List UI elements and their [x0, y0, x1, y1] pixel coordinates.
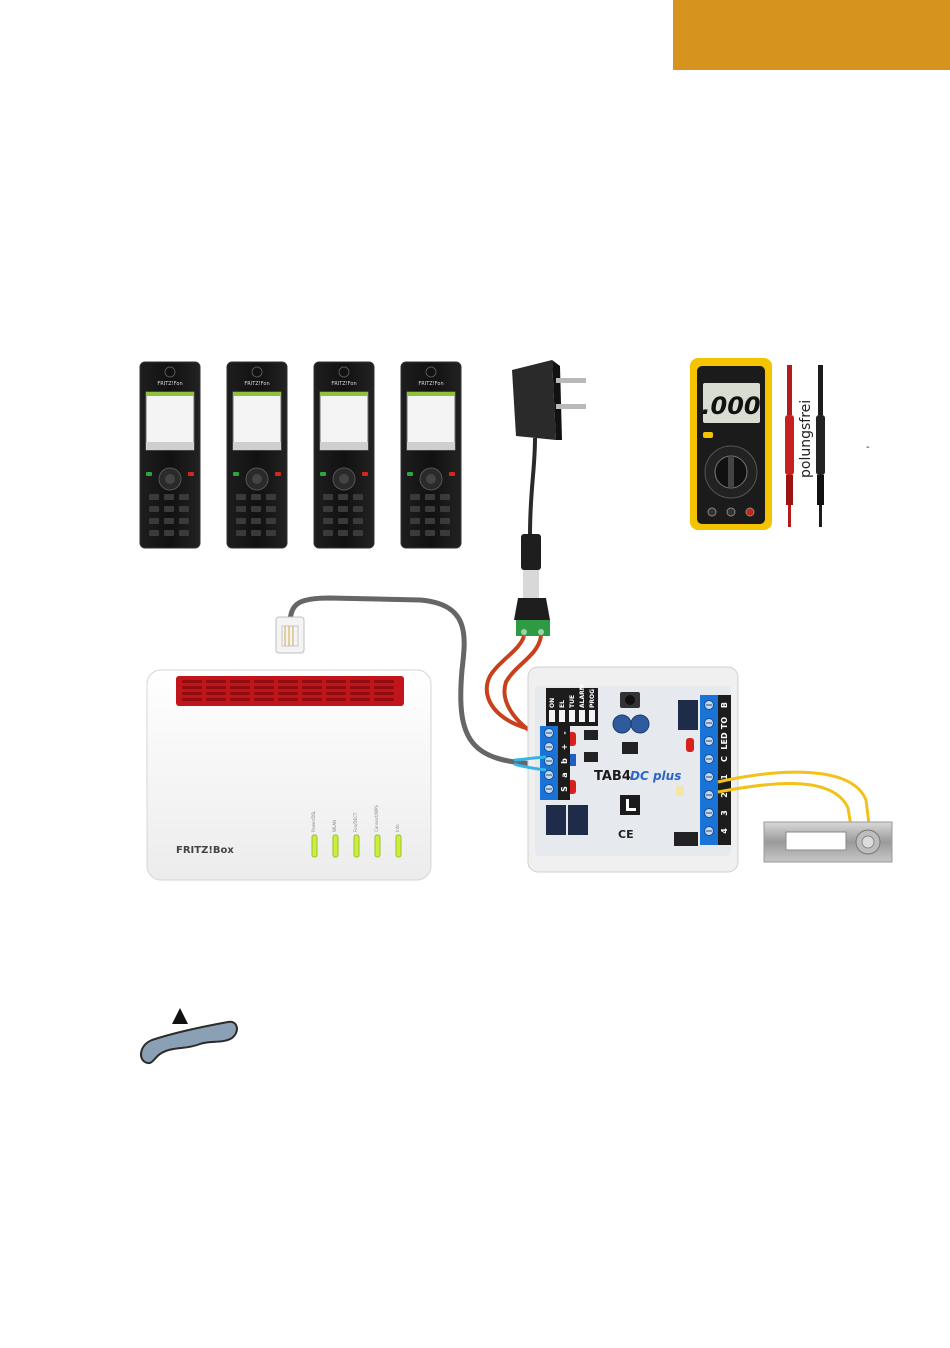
dip-switch-label: PROG [589, 689, 596, 708]
terminal-label-left: + [560, 744, 569, 751]
terminal-label-right: 2 [720, 792, 729, 798]
dip-switch-label: ALARM [579, 684, 586, 708]
terminal-label-right: 3 [720, 810, 729, 816]
dip-switch-label: EL [559, 700, 566, 708]
terminal-label-left: b [560, 758, 569, 764]
ce-mark: CE [618, 828, 634, 841]
handset: FRITZ!Fon [140, 362, 200, 548]
router-led-label: Info [395, 824, 400, 832]
module-logo-icon [620, 795, 640, 815]
router-led-label: Connect/WPS [374, 805, 379, 832]
router-led-label: Power/DSL [311, 810, 316, 832]
handset-group: FRITZ!Fon FRITZ!Fon FRITZ!Fon FRITZ!Fon [140, 362, 461, 548]
router: FRITZ!Box Power/DSL WLAN Fon/DECT Connect/W… [147, 670, 431, 880]
terminal-label-left: - [560, 731, 569, 734]
probe-mark: - [866, 442, 870, 453]
multimeter-display: .000 [701, 392, 760, 420]
router-brand: FRITZ!Box [176, 845, 234, 856]
module-model: DC plus [630, 769, 681, 783]
terminal-label-right: 4 [720, 828, 729, 834]
terminal-label-right: LED [720, 732, 729, 750]
dip-switch-label: TUE [569, 695, 576, 708]
multimeter: .000 polungsfrei - [690, 358, 870, 530]
polarity-free-note: polungsfrei [798, 400, 814, 478]
handset: FRITZ!Fon [314, 362, 374, 548]
doorbell-plate [764, 822, 892, 862]
router-led-label: Fon/DECT [353, 812, 358, 832]
terminal-label-right: TO [720, 717, 729, 729]
module-name: TAB4 [594, 769, 631, 784]
dip-switch-label: ON [549, 698, 556, 708]
terminal-label-left: S [560, 786, 569, 792]
terminal-label-right: C [720, 756, 729, 762]
handset-brand: FRITZ!Fon [244, 381, 269, 387]
handset-brand: FRITZ!Fon [331, 381, 356, 387]
handset-up-icon [141, 1008, 237, 1063]
handset: FRITZ!Fon [401, 362, 461, 548]
handset-brand: FRITZ!Fon [418, 381, 443, 387]
terminal-label-left: a [560, 772, 569, 777]
router-led-label: WLAN [332, 820, 337, 832]
terminal-label-right: B [720, 702, 729, 708]
power-adapter [512, 360, 586, 636]
handset: FRITZ!Fon [227, 362, 287, 548]
handset-brand: FRITZ!Fon [157, 381, 182, 387]
